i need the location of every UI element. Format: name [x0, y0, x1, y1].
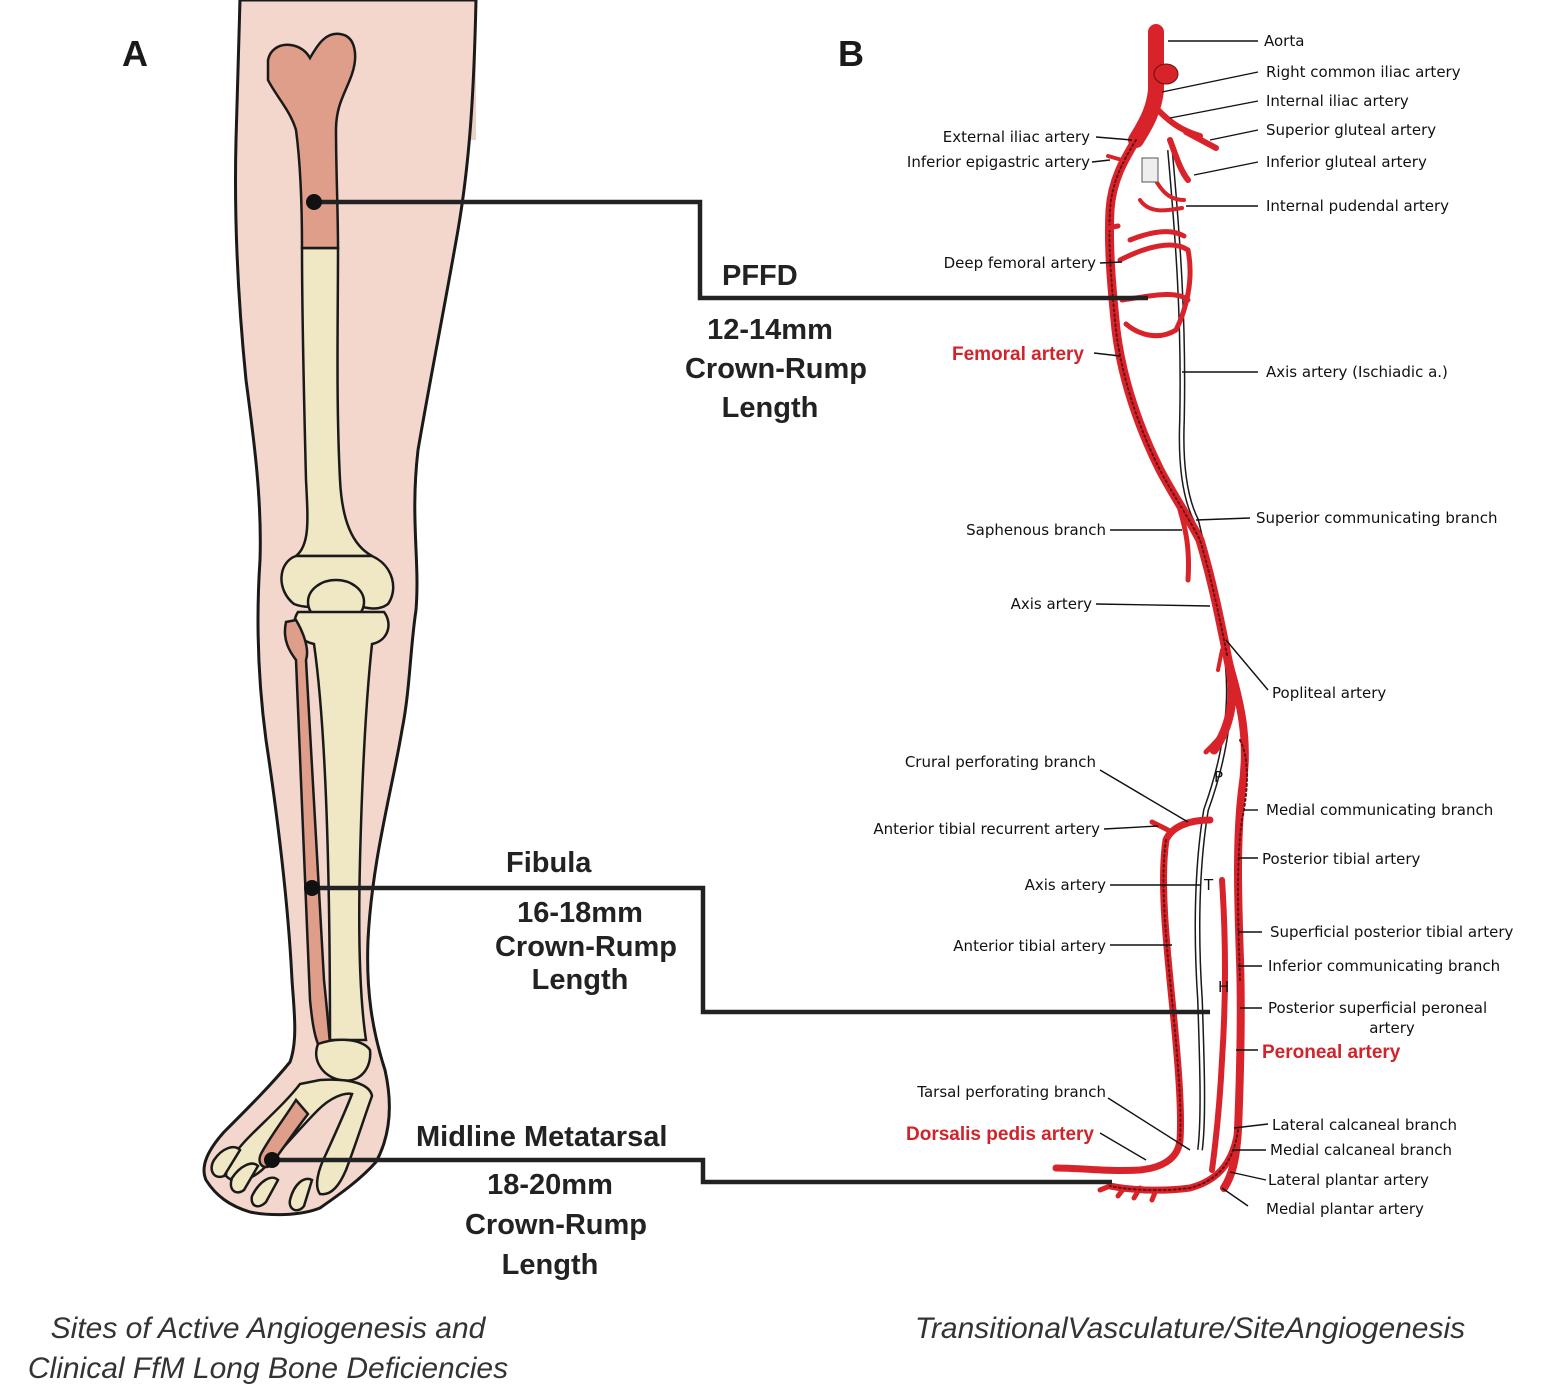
label-medial-calcaneal: Medial calcaneal branch — [1270, 1141, 1452, 1159]
femur-proximal-highlight — [266, 32, 357, 250]
label-peroneal: Peroneal artery — [1262, 1042, 1401, 1063]
metatarsal-site-dot — [264, 1152, 280, 1168]
left-side-labels: External iliac artery Inferior epigastri… — [873, 128, 1106, 1145]
fibula-stage-label: Fibula 16-18mm Crown-Rump Length — [495, 847, 677, 996]
aorta-vessel — [1128, 24, 1164, 148]
tibia — [293, 610, 390, 1042]
label-femoral: Femoral artery — [952, 344, 1084, 365]
caption-left-line1: Sites of Active Angiogenesis and — [51, 1312, 487, 1345]
right-side-labels: Aorta Right common iliac artery Internal… — [1256, 32, 1514, 1218]
pffd-size: 12-14mm — [707, 314, 833, 346]
pffd-site-dot — [306, 194, 322, 210]
vessel-letter-p: P — [1214, 768, 1223, 786]
pffd-line2: Crown-Rump — [685, 353, 867, 385]
caption-left-line2: Clinical FfM Long Bone Deficiencies — [28, 1352, 508, 1385]
fibula-site-dot — [304, 880, 320, 896]
panel-letter-b: B — [838, 33, 864, 74]
label-tarsal-perforating: Tarsal perforating branch — [916, 1083, 1106, 1101]
label-internal-iliac: Internal iliac artery — [1266, 92, 1409, 110]
label-deep-femoral: Deep femoral artery — [944, 254, 1097, 272]
label-popliteal: Popliteal artery — [1272, 684, 1386, 702]
fibula-connector — [312, 885, 1210, 1015]
label-crural-perforating: Crural perforating branch — [905, 753, 1096, 771]
label-axis-lower: Axis artery — [1025, 876, 1107, 894]
pffd-connector — [314, 199, 1148, 301]
label-leader-lines — [1091, 40, 1269, 1207]
label-internal-pudendal: Internal pudendal artery — [1266, 197, 1449, 215]
label-inferior-gluteal: Inferior gluteal artery — [1266, 153, 1427, 171]
metatarsal-connector — [272, 1157, 1112, 1185]
label-dorsalis-pedis: Dorsalis pedis artery — [906, 1124, 1094, 1145]
midline-metatarsal-highlight — [258, 1097, 310, 1169]
metatarsal-line3: Length — [502, 1249, 599, 1281]
label-external-iliac: External iliac artery — [943, 128, 1090, 146]
label-right-common-iliac: Right common iliac artery — [1266, 63, 1461, 81]
leg-illustration — [202, 0, 478, 1217]
metatarsal-line2: Crown-Rump — [465, 1209, 647, 1241]
vessel-letter-h: H — [1218, 978, 1229, 996]
caption-right: TransitionalVasculature/SiteAngiogenesis — [915, 1312, 1465, 1345]
label-lateral-calcaneal: Lateral calcaneal branch — [1272, 1116, 1457, 1134]
label-aorta: Aorta — [1264, 32, 1304, 50]
label-inferior-communicating: Inferior communicating branch — [1268, 957, 1500, 975]
internal-iliac-vessel — [1155, 107, 1219, 183]
label-superior-gluteal: Superior gluteal artery — [1266, 121, 1436, 139]
label-posterior-superficial-peroneal-2: artery — [1369, 1019, 1415, 1037]
toe-bones — [210, 1146, 314, 1212]
deep-femoral-vessel — [1105, 223, 1193, 339]
label-inferior-epigastric: Inferior epigastric artery — [907, 153, 1090, 171]
label-axis-ischiadic: Axis artery (Ischiadic a.) — [1266, 363, 1448, 381]
fibula-line3: Length — [532, 964, 629, 996]
label-superior-communicating: Superior communicating branch — [1256, 509, 1497, 527]
vessel-letter-t: T — [1203, 876, 1214, 894]
pffd-name: PFFD — [722, 260, 798, 292]
peroneal-artery-vessel — [1209, 877, 1228, 1173]
fibula-name: Fibula — [506, 847, 592, 879]
pffd-line3: Length — [722, 392, 819, 424]
fibula-size: 16-18mm — [517, 897, 643, 929]
metatarsal-size: 18-20mm — [487, 1169, 613, 1201]
metatarsal-name: Midline Metatarsal — [416, 1121, 667, 1153]
label-posterior-superficial-peroneal: Posterior superficial peroneal — [1268, 999, 1487, 1017]
tarsal-bones — [315, 1038, 372, 1082]
label-superficial-posterior-tibial: Superficial posterior tibial artery — [1270, 923, 1514, 941]
label-posterior-tibial: Posterior tibial artery — [1262, 850, 1421, 868]
metatarsal-stage-label: Midline Metatarsal 18-20mm Crown-Rump Le… — [416, 1121, 667, 1281]
label-anterior-tibial-recurrent: Anterior tibial recurrent artery — [873, 820, 1100, 838]
connector-lines — [264, 194, 1210, 1185]
panel-letter-a: A — [122, 33, 148, 74]
fibula-line2: Crown-Rump — [495, 931, 677, 963]
vasculature-illustration: P T H — [1052, 24, 1249, 1203]
anterior-tibial-vessel — [1052, 816, 1214, 1175]
label-saphenous: Saphenous branch — [966, 521, 1106, 539]
label-lateral-plantar: Lateral plantar artery — [1268, 1171, 1429, 1189]
saphenous-vessel — [1177, 507, 1191, 583]
label-medial-communicating: Medial communicating branch — [1266, 801, 1493, 819]
label-medial-plantar: Medial plantar artery — [1266, 1200, 1424, 1218]
pffd-stage-label: PFFD 12-14mm Crown-Rump Length — [685, 260, 867, 424]
label-anterior-tibial: Anterior tibial artery — [953, 937, 1106, 955]
label-axis-upper: Axis artery — [1011, 595, 1093, 613]
